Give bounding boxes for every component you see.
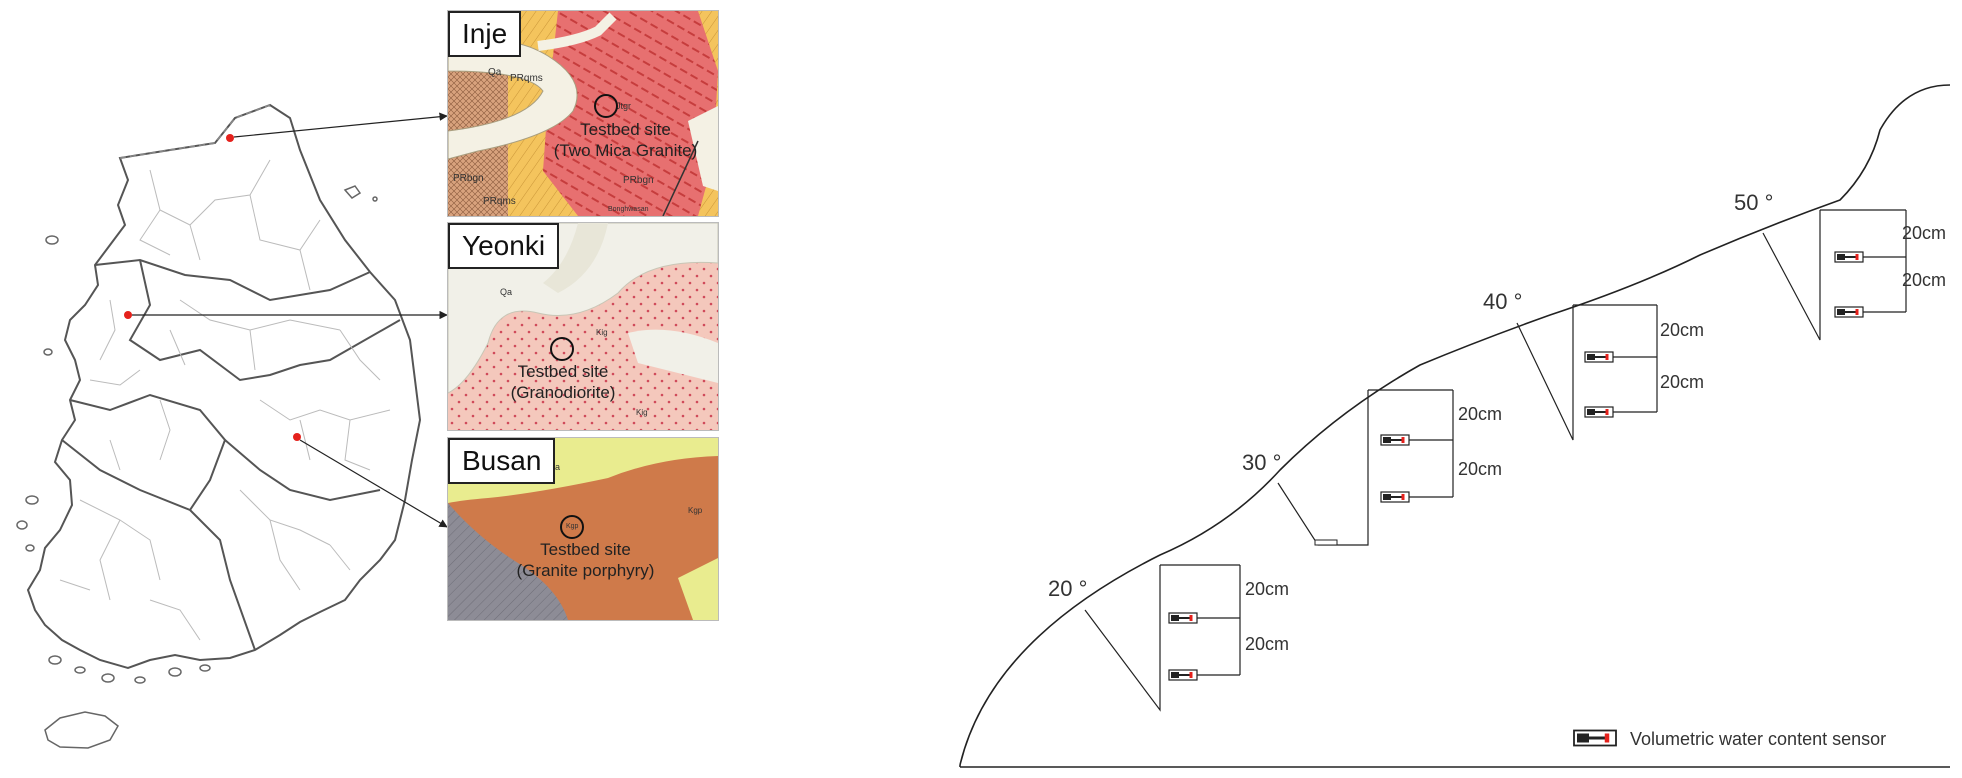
sensor-40-upper	[1583, 350, 1615, 364]
inje-site-circle	[594, 94, 618, 118]
depth-label: 20cm	[1458, 459, 1502, 479]
busan-caption: Testbed site (Granite porphyry)	[516, 540, 655, 580]
station-20: 20cm 20cm	[1084, 564, 1289, 712]
svg-text:PRbgn: PRbgn	[453, 173, 484, 184]
inje-label: Inje	[448, 11, 522, 57]
angle-label-50: 50 °	[1734, 190, 1773, 215]
depth-label: 20cm	[1902, 270, 1946, 290]
district-boundaries	[59, 159, 391, 641]
yeonki-site-marker	[124, 311, 132, 319]
angle-label-20: 20 °	[1048, 576, 1087, 601]
sensor-20-upper	[1167, 611, 1199, 625]
islands	[16, 185, 378, 749]
yeonki-site-circle	[550, 337, 574, 361]
angle-label-30: 30 °	[1242, 450, 1281, 475]
depth-label: 20cm	[1458, 404, 1502, 424]
site-arrows	[132, 112, 448, 528]
svg-text:Kgp: Kgp	[688, 506, 703, 515]
depth-label: 20cm	[1660, 320, 1704, 340]
svg-text:Qa: Qa	[500, 287, 512, 297]
peninsula-outline	[26, 103, 422, 670]
angle-label-40: 40 °	[1483, 289, 1522, 314]
busan-arrow	[299, 439, 448, 528]
inje-geology-panel: Qa PRqms PRbgn PRbgn PRqms Jtgr Bonghwas…	[447, 10, 719, 217]
svg-text:Kig: Kig	[596, 328, 608, 337]
province-boundaries	[61, 258, 401, 651]
svg-text:Qa: Qa	[488, 67, 502, 78]
station-50: 20cm 20cm	[1762, 209, 1946, 341]
svg-text:PRqms: PRqms	[510, 73, 543, 84]
busan-site-marker	[293, 433, 301, 441]
inje-arrow	[233, 112, 448, 138]
sensor-50-lower	[1833, 305, 1865, 319]
busan-geology-panel: Qa Kgp Kgp Testbed site (Granite porphyr…	[447, 437, 719, 621]
sensor-50-upper	[1833, 250, 1865, 264]
svg-text:Jtgr: Jtgr	[616, 101, 631, 111]
inje-caption: Testbed site (Two Mica Granite)	[553, 120, 698, 160]
busan-site-circle	[560, 515, 584, 539]
legend-label: Volumetric water content sensor	[1630, 729, 1886, 749]
depth-label: 20cm	[1245, 634, 1289, 654]
sensor-30-upper	[1379, 433, 1411, 447]
svg-text:PRqms: PRqms	[483, 196, 516, 207]
yeonki-label: Yeonki	[448, 223, 560, 269]
korea-map	[16, 103, 422, 749]
legend-sensor-icon	[1574, 731, 1616, 746]
inje-site-marker	[226, 134, 234, 142]
slope-profile	[959, 84, 1951, 766]
dmz-line	[119, 104, 271, 159]
depth-label: 20cm	[1902, 223, 1946, 243]
legend: Volumetric water content sensor	[1574, 729, 1886, 749]
station-40: 20cm 20cm	[1516, 304, 1704, 441]
svg-text:Bonghwasan: Bonghwasan	[608, 206, 649, 213]
station-30: 20cm 20cm	[1277, 389, 1502, 546]
yeonki-geology-panel: Qa Kig Kig Testbed site (Granodiorite) Y…	[447, 222, 719, 431]
yeonki-caption: Testbed site (Granodiorite)	[510, 362, 616, 402]
svg-text:Kig: Kig	[636, 408, 648, 417]
svg-text:PRbgn: PRbgn	[623, 175, 654, 186]
busan-label: Busan	[448, 438, 556, 484]
jeju-island	[44, 711, 119, 749]
sensor-40-lower	[1583, 405, 1615, 419]
sensor-30-lower	[1379, 490, 1411, 504]
depth-label: 20cm	[1245, 579, 1289, 599]
depth-label: 20cm	[1660, 372, 1704, 392]
sensor-20-lower	[1167, 668, 1199, 682]
inje-map-art: Qa PRqms PRbgn PRbgn PRqms Jtgr Bonghwas…	[448, 11, 718, 216]
